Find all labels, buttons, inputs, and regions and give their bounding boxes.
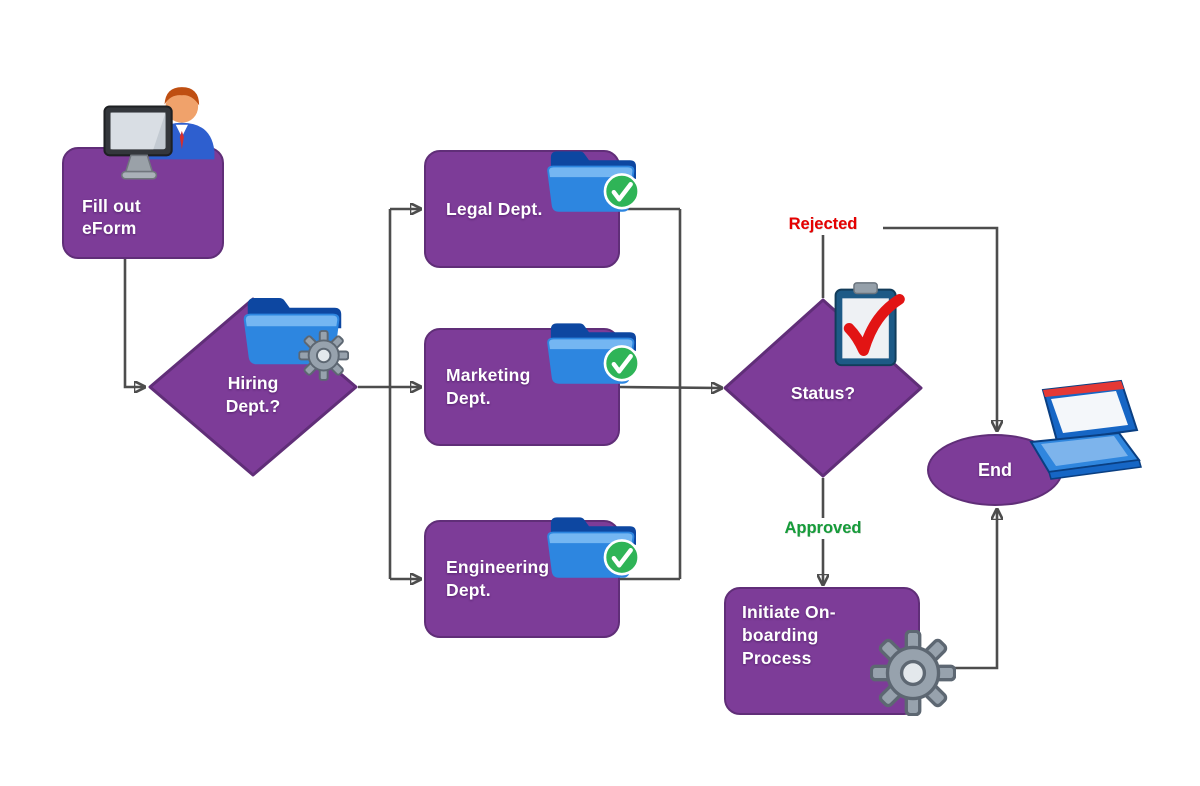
node-engineering-dept-label: Engineering Dept. [446,557,550,600]
folder-check-icon [542,140,644,232]
node-marketing-dept-label: Marketing Dept. [446,365,531,408]
person-at-computer-icon [88,80,236,194]
clipboard-check-icon [822,278,914,370]
edge-label-approved: Approved [763,518,883,539]
node-status-label: Status? [790,382,856,403]
edge-label-rejected: Rejected [763,214,883,235]
node-initiate-onboarding-label: Initiate On- boarding Process [742,602,836,668]
node-fill-out-eform: Fill out eForm [62,147,224,259]
edge-fillout-to-hiring [123,259,144,387]
node-fill-out-eform-label: Fill out eForm [82,195,141,239]
node-hiring-dept-label: Hiring Dept.? [225,373,281,416]
edge-status-rejected-to-end [821,226,997,430]
folder-gear-icon [238,288,350,384]
node-legal-dept-label: Legal Dept. [446,198,543,219]
folder-check-icon [542,312,644,404]
laptop-icon [1008,378,1148,486]
edge-initiate-to-end [948,510,997,670]
folder-check-icon [542,506,644,598]
gear-icon [870,630,956,716]
node-end-label: End [978,459,1012,480]
edge-to-status [619,387,721,388]
